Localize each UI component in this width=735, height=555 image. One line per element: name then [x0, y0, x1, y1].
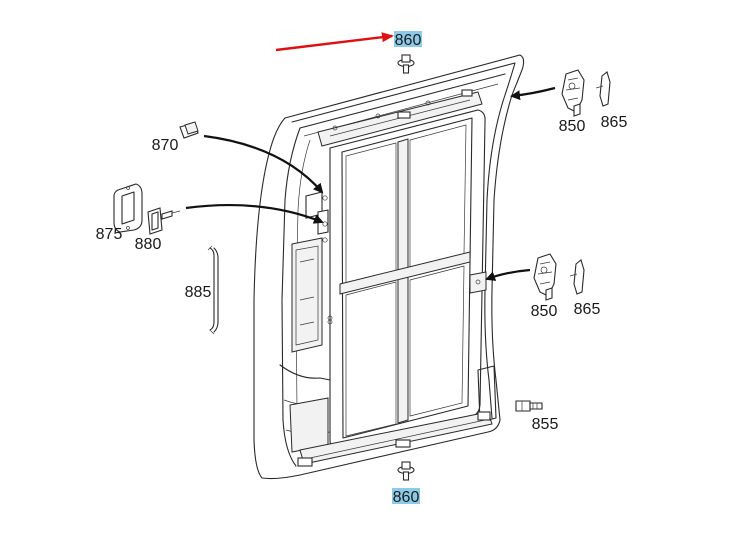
part-885-handle-icon	[207, 245, 219, 335]
callout-855: 855	[532, 416, 559, 433]
callout-850-lower: 850	[531, 303, 558, 320]
callout-865-upper: 865	[601, 114, 628, 131]
part-875-gasket-icon	[113, 183, 143, 233]
callout-870: 870	[152, 137, 179, 154]
part-880-switch-icon	[147, 207, 181, 235]
part-865-lower-striker-icon	[569, 259, 585, 295]
pointer-arrow-red	[275, 32, 394, 52]
part-865-upper-striker-icon	[595, 71, 611, 107]
part-855-bolt-icon	[515, 400, 543, 412]
callout-860-bottom-text: 860	[393, 489, 420, 506]
callout-860-top: 860	[394, 31, 422, 49]
door-panel	[253, 54, 525, 480]
leader-arrow-870	[203, 134, 324, 194]
callout-865-lower: 865	[574, 301, 601, 318]
callout-880: 880	[135, 236, 162, 253]
callout-885: 885	[185, 284, 212, 301]
callout-860-bottom: 860	[392, 488, 420, 506]
callout-875: 875	[96, 226, 123, 243]
part-850-lower-latch-icon	[533, 253, 557, 301]
leader-arrow-880	[185, 204, 324, 224]
leader-arrow-upper-850	[510, 86, 556, 101]
part-860-top-bolt-icon	[397, 54, 415, 74]
callout-860-top-text: 860	[395, 32, 422, 49]
part-850-upper-latch-icon	[561, 69, 585, 117]
part-870-clip-icon	[179, 121, 199, 139]
callout-850-upper: 850	[559, 118, 586, 135]
leader-arrow-lower-850	[485, 268, 531, 281]
part-860-bottom-bolt-icon	[397, 461, 415, 481]
